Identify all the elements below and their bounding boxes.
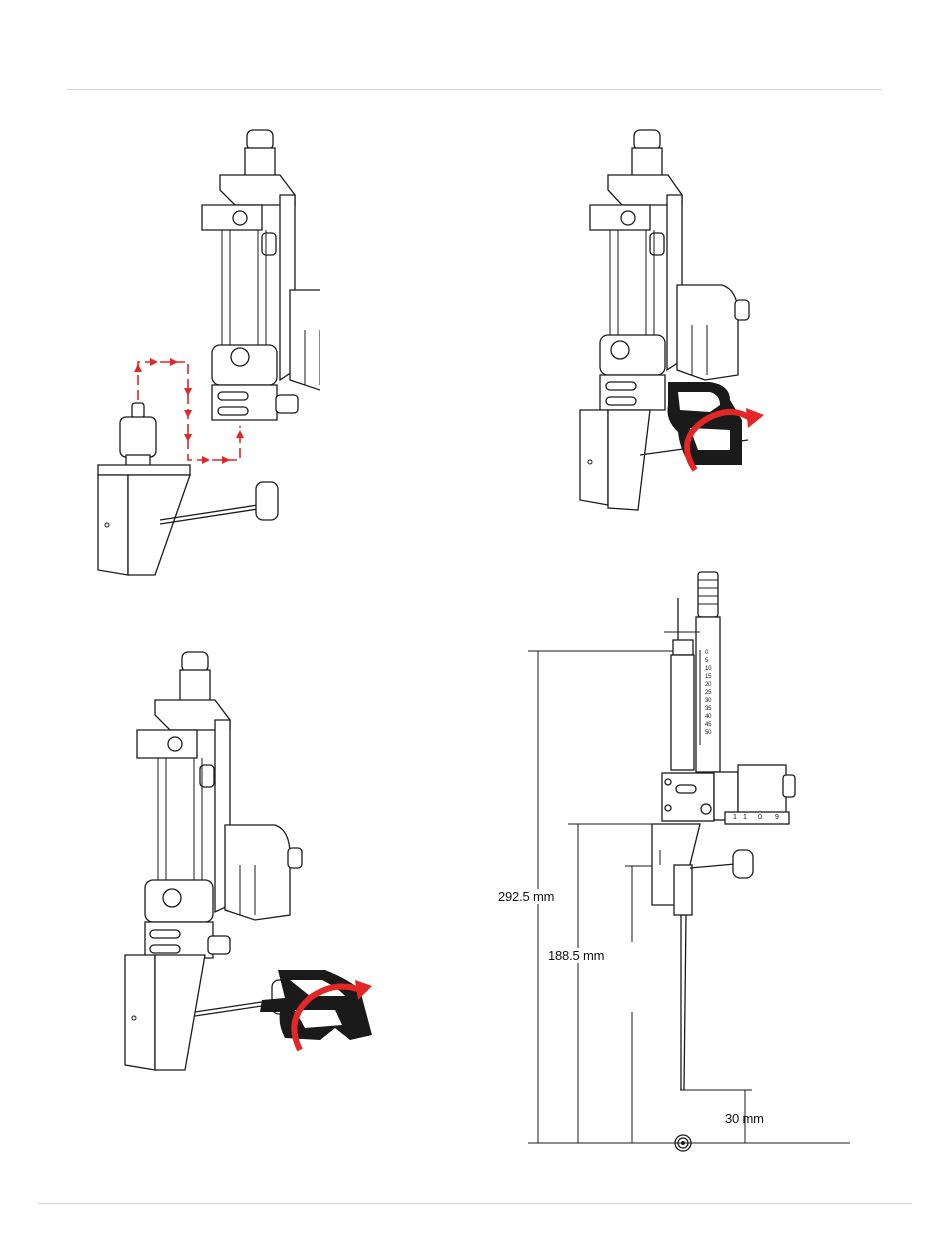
scale-tick-label: 15 <box>705 674 711 680</box>
scale-tick-label: 50 <box>705 730 711 736</box>
micrometer-digit: 1 <box>743 814 747 821</box>
figure-tighten-clamp-step <box>570 120 790 530</box>
top-rule <box>67 89 882 90</box>
scale-tick-label: 40 <box>705 714 711 720</box>
dimension-label-mount: 188.5 mm <box>548 948 604 963</box>
micrometer-digit: 0 <box>758 814 762 821</box>
figure-mounting-step <box>80 120 320 590</box>
scale-tick-label: 45 <box>705 722 711 728</box>
scale-tick-label: 35 <box>705 706 711 712</box>
scale-tick-label: 20 <box>705 682 711 688</box>
dimension-label-tip: 30 mm <box>725 1111 764 1126</box>
figure-dimension-drawing: 0 5 10 15 20 25 30 35 40 45 50 1 1 0 9 2… <box>0 560 950 1160</box>
micrometer-digit: 1 <box>733 814 737 821</box>
scale-tick-label: 5 <box>705 658 708 664</box>
scale-tick-label: 25 <box>705 690 711 696</box>
target-reference-icon <box>675 1135 691 1151</box>
dimension-label-total: 292.5 mm <box>498 889 554 904</box>
micrometer-digit: 9 <box>775 814 779 821</box>
scale-tick-label: 0 <box>705 650 708 656</box>
bottom-rule <box>38 1203 912 1204</box>
scale-tick-label: 30 <box>705 698 711 704</box>
scale-tick-label: 10 <box>705 666 711 672</box>
